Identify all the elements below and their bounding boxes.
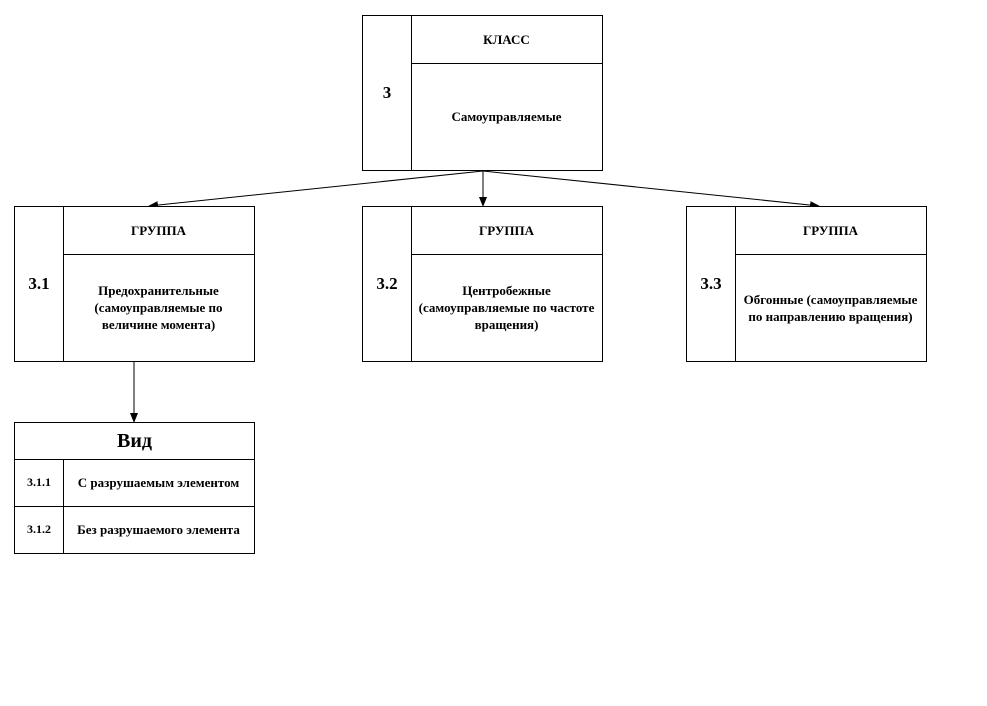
class-label: Самоуправляемые	[451, 109, 562, 124]
vid-label: Без разрушаемого элемента	[77, 522, 240, 537]
vid-number: 3.1.2	[15, 506, 64, 553]
vid-row: 3.1.1 С разрушаемым элементом	[15, 459, 254, 507]
group-label: Предохранительные (самоуправляемые по ве…	[94, 283, 223, 332]
group-box-3-2: 3.2 ГРУППА Центробежные (самоуправляемые…	[362, 206, 603, 362]
vid-box: Вид 3.1.1 С разрушаемым элементом 3.1.2 …	[14, 422, 255, 554]
group-number: 3.3	[687, 207, 736, 361]
class-header: КЛАСС	[411, 16, 602, 64]
class-number: 3	[363, 16, 412, 170]
vid-number: 3.1.1	[15, 459, 64, 506]
group-box-3-3: 3.3 ГРУППА Обгонные (самоуправляемые по …	[686, 206, 927, 362]
vid-header: Вид	[15, 423, 254, 460]
group-number: 3.2	[363, 207, 412, 361]
group-header: ГРУППА	[735, 207, 926, 255]
group-number: 3.1	[15, 207, 64, 361]
vid-row: 3.1.2 Без разрушаемого элемента	[15, 506, 254, 553]
class-box: 3 КЛАСС Самоуправляемые	[362, 15, 603, 171]
group-header: ГРУППА	[63, 207, 254, 255]
vid-label: С разрушаемым элементом	[77, 475, 240, 490]
arrow-class-to-3-1	[148, 170, 484, 210]
group-box-3-1: 3.1 ГРУППА Предохранительные (самоуправл…	[14, 206, 255, 362]
group-label: Обгонные (самоуправляемые по направлению…	[743, 291, 918, 324]
group-label: Центробежные (самоуправляемые по частоте…	[418, 283, 595, 332]
arrow-class-to-3-3	[482, 170, 820, 210]
group-header: ГРУППА	[411, 207, 602, 255]
